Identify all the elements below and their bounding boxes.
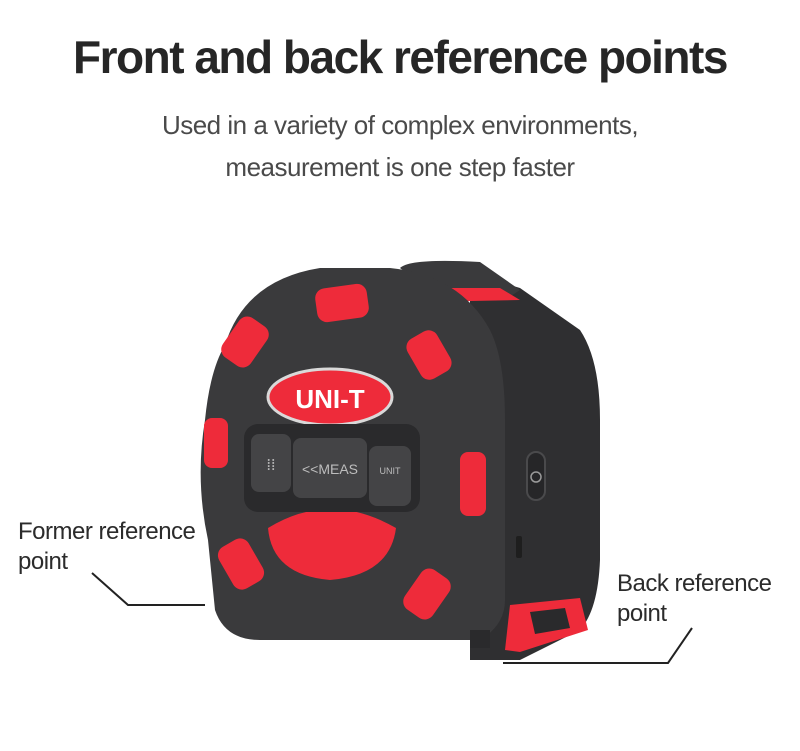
accent-pad [221, 316, 269, 368]
unit-button[interactable] [369, 446, 411, 506]
hold-icon: ⁞⁞ [267, 455, 276, 474]
unit-button-label: UNIT [380, 466, 401, 476]
page-title: Front and back reference points [73, 31, 728, 83]
meas-button[interactable] [293, 438, 367, 498]
meas-button-label: <<MEAS [302, 461, 358, 477]
front-reference-line1: Former reference [18, 518, 196, 545]
back-callout-line [503, 627, 693, 664]
accent-pad [460, 452, 486, 516]
front-callout-line [91, 572, 205, 606]
back-reference-line1: Back reference [617, 570, 772, 597]
accent-pad [315, 283, 369, 323]
subtitle-line-2: measurement is one step faster [225, 152, 575, 182]
power-icon [530, 471, 542, 483]
front-reference-label: Former reference point [18, 517, 196, 577]
back-reference-line2: point [617, 600, 667, 627]
back-reference-label: Back reference point [617, 569, 772, 629]
accent-pad [403, 568, 451, 620]
front-reference-line2: point [18, 548, 68, 575]
power-button[interactable] [526, 451, 546, 501]
hold-button[interactable] [251, 434, 291, 492]
accent-pad [406, 330, 452, 380]
bottom-dome [268, 509, 396, 580]
brand-logo: UNI-T [295, 384, 364, 414]
accent-pad [217, 538, 265, 590]
subtitle-line-1: Used in a variety of complex environment… [161, 110, 639, 140]
accent-pad [204, 418, 228, 468]
